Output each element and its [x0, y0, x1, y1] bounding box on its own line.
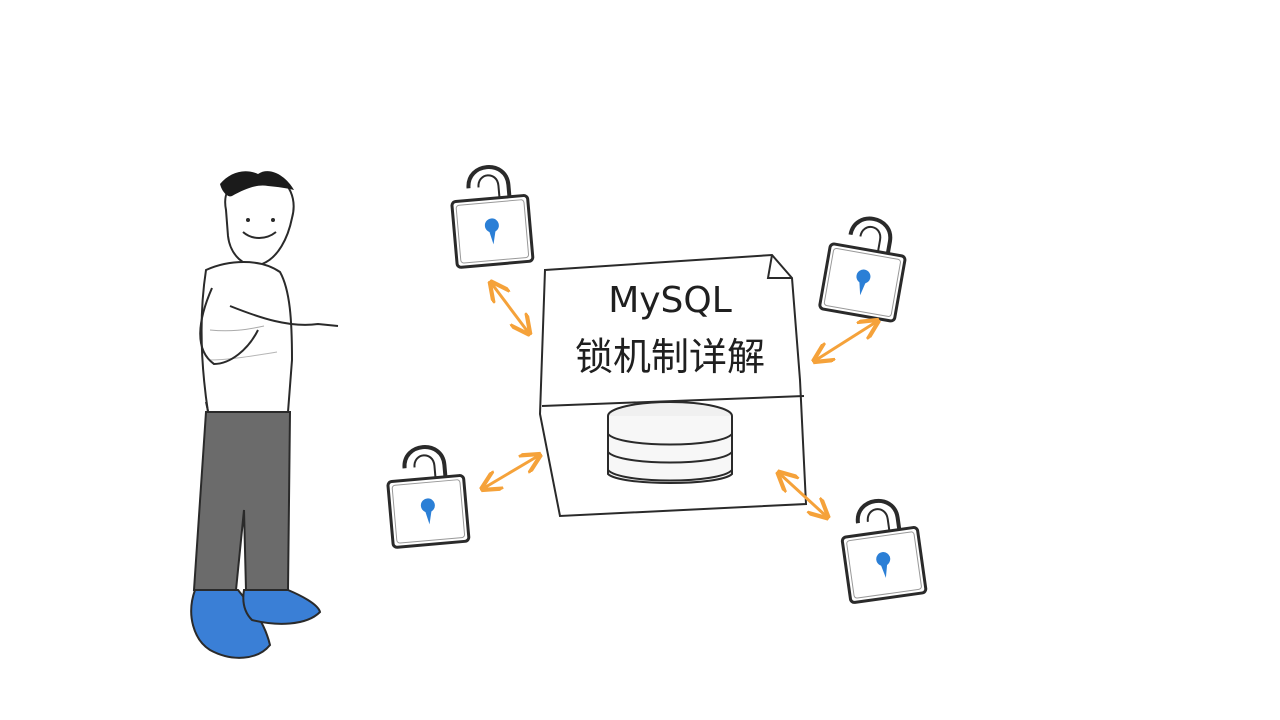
- pointing-arm: [229, 305, 339, 327]
- eye-left: [246, 218, 250, 222]
- left-arm: [199, 287, 259, 366]
- card-divider: [541, 395, 805, 407]
- padlock-icon: [835, 493, 929, 605]
- hair: [220, 171, 294, 197]
- double-headed-arrow-icon: [492, 284, 528, 332]
- pants: [192, 411, 292, 591]
- database-cylinder-icon: [607, 401, 733, 484]
- title-line-1: MySQL: [608, 280, 732, 321]
- smile: [242, 231, 277, 239]
- page-fold-corner: [766, 254, 792, 279]
- double-headed-arrow-icon: [816, 322, 876, 360]
- document-card: MySQL 锁机制详解: [538, 253, 808, 518]
- padlock-icon: [446, 161, 536, 270]
- shoe-right: [242, 589, 322, 625]
- person-illustration: [190, 171, 339, 659]
- shirt: [200, 261, 294, 413]
- double-headed-arrow-icon: [780, 474, 826, 516]
- double-headed-arrow-icon: [484, 456, 538, 488]
- eye-right: [271, 218, 275, 222]
- padlock-icon: [817, 210, 914, 324]
- padlock-icon: [382, 441, 472, 550]
- title-line-2: 锁机制详解: [575, 335, 765, 379]
